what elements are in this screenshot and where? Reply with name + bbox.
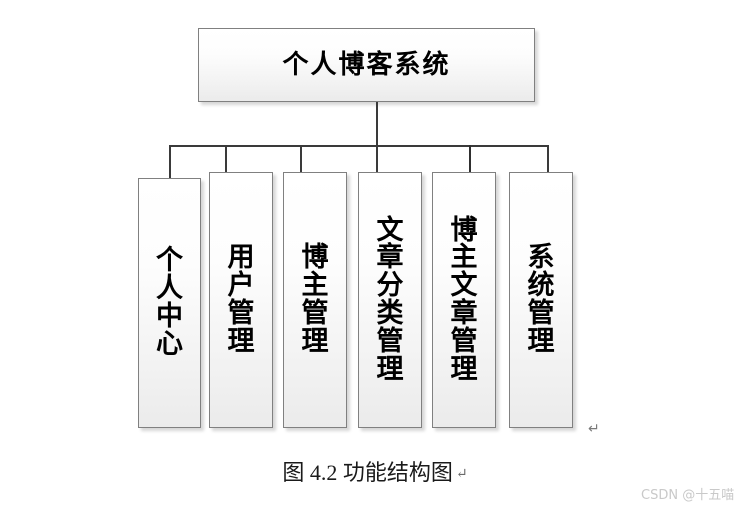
figure-caption-return-mark: ↵ bbox=[455, 467, 468, 482]
csdn-watermark: CSDN @十五喵 bbox=[641, 488, 735, 503]
child-node-3[interactable]: 博主管理 bbox=[283, 172, 347, 428]
child-node-5-label: 博主文章管理 bbox=[450, 214, 478, 385]
connector-drop-6 bbox=[547, 145, 549, 179]
connector-drop-2 bbox=[225, 145, 227, 179]
root-node[interactable]: 个人博客系统 bbox=[198, 28, 535, 102]
connector-horizontal-bus bbox=[169, 145, 549, 147]
child-node-5[interactable]: 博主文章管理 bbox=[432, 172, 496, 428]
child-node-4[interactable]: 文章分类管理 bbox=[358, 172, 422, 428]
child-node-2[interactable]: 用户管理 bbox=[209, 172, 273, 428]
connector-drop-3 bbox=[300, 145, 302, 179]
child-node-4-label: 文章分类管理 bbox=[376, 214, 404, 385]
connector-drop-1 bbox=[169, 145, 171, 179]
connector-drop-5 bbox=[469, 145, 471, 179]
child-node-1-label: 个人中心 bbox=[156, 245, 183, 360]
child-node-3-label: 博主管理 bbox=[301, 242, 329, 357]
child-node-1[interactable]: 个人中心 bbox=[138, 178, 201, 428]
figure-caption-text: 图 4.2 功能结构图 bbox=[282, 460, 453, 485]
paragraph-return-mark: ↵ bbox=[588, 421, 600, 437]
figure-caption: 图 4.2 功能结构图↵ bbox=[0, 455, 750, 487]
root-node-label: 个人博客系统 bbox=[282, 50, 451, 80]
connector-root-stem bbox=[376, 102, 378, 146]
child-node-2-label: 用户管理 bbox=[227, 242, 255, 357]
child-node-6[interactable]: 系统管理 bbox=[509, 172, 573, 428]
child-node-6-label: 系统管理 bbox=[527, 242, 555, 357]
connector-drop-4 bbox=[376, 145, 378, 179]
